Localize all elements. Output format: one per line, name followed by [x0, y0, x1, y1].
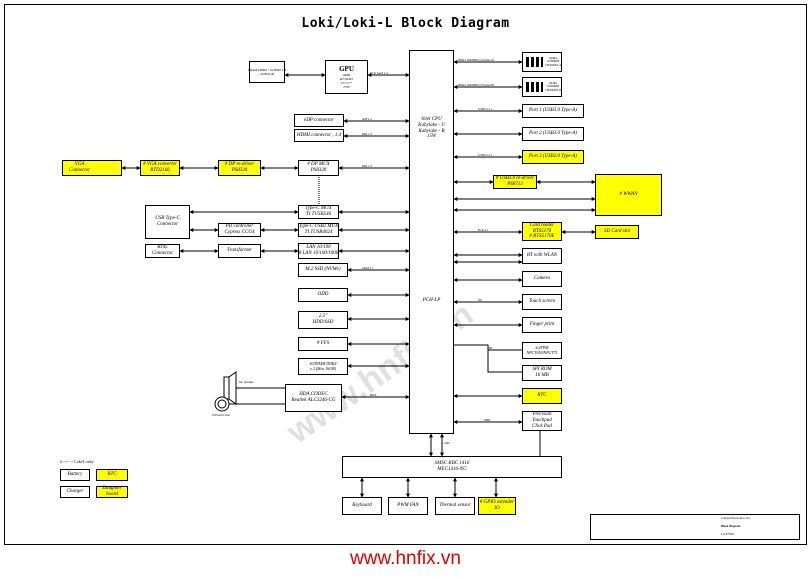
speaker-label: Int. Speaker — [239, 380, 254, 384]
pwm-fan-block: PWM FAN — [388, 497, 428, 515]
wwan-module: # WWAN — [595, 174, 662, 216]
vram-label: VRAM DDR3 / GDDR5 x 4 2GB/4GB — [247, 67, 287, 76]
transformer: Transformer — [218, 244, 261, 258]
sig-i2c-touch: I2C — [478, 298, 483, 302]
hda-codec: HDA CODEC Realtek ALC3246-CG — [285, 384, 342, 412]
cpu-label: Intel CPU Kabylake - U Kabylake - R 15W — [418, 117, 445, 140]
sig-ddr-b: DDR4 1600MHz (Channel B) — [458, 83, 495, 87]
pd-controller: PD controller Cypress CCG4 — [218, 223, 261, 237]
dtpm: # dTPM NPCT650/NPCT75 — [522, 342, 562, 359]
lan-controller: LAN 10/100 8 LAN 10/100/1000 — [298, 243, 339, 259]
dp-mux: # DP MUX PS8330 — [298, 160, 339, 176]
vga-converter: # VGA converter RTD2166 — [140, 160, 180, 176]
odd-drive: ODD — [298, 288, 348, 302]
sodimm-block: SODIMM DDR4 x 2 (Max 16GB) — [298, 358, 348, 375]
usb-redriver: # USB3.0 re-driver PS8713 — [493, 175, 537, 189]
legend-daughter-board: Daughter board — [96, 486, 128, 498]
legend-rtc: RTC — [96, 469, 128, 481]
sig-espi: eSPI — [444, 441, 450, 445]
edp-connector: eDP connector — [294, 114, 344, 127]
diagram-title: Loki/Loki-L Block Diagram — [301, 16, 510, 31]
sig-spi: SPI — [488, 346, 493, 350]
sig-hda: HDA — [370, 393, 377, 397]
company-name: Compal Electronics, Inc. — [721, 516, 751, 520]
sig-smb: SMB — [484, 418, 491, 422]
m2-ssd: M.2 SSD (NVMe) — [298, 263, 348, 277]
keyboard-block: Keyboard — [342, 497, 382, 515]
sig-hdmi: DDI x 4 — [362, 132, 372, 136]
rj45-connector: RJ45 Connector — [145, 244, 180, 258]
sig-pcie-card: PCIe x 1 — [478, 228, 489, 232]
sig-sata: SATA x 1 — [362, 266, 374, 270]
dimm-channel-a: DDR4 SODIMM CHANNEL A — [522, 52, 562, 72]
sig-usb3-p1: USB3.0 x 1 — [478, 107, 493, 111]
touch-screen: Touch screen — [522, 294, 562, 310]
sig-ddr-a: DDR4 1600MHz (Channel A) — [458, 58, 495, 62]
sig-edp: eDP x 4 — [362, 117, 372, 121]
doc-title: Block Diagram — [721, 524, 741, 528]
typec-usb2-mux: Type-C USB2 MUX TI TUSB4024 — [298, 223, 339, 237]
hdd-ssd: 2.5" HDD/SSD — [298, 311, 348, 329]
vga-connector: VGA Connector — [62, 160, 122, 176]
cpu-block: Intel CPU Kabylake - U Kabylake - R 15W — [409, 50, 454, 434]
finger-print: Finger print — [522, 317, 562, 333]
footer-url[interactable]: www.hnfix.vn — [350, 548, 461, 569]
usb-typec-connector: USB Type-C Connector — [145, 205, 190, 239]
dimm-channel-b: DDR4 SODIMM CHANNEL B — [522, 77, 562, 97]
sig-peg: PCIe Gen3 x 4 — [370, 71, 388, 75]
card-reader: Card reader RTS5170 # RTS5170E — [522, 222, 562, 241]
ffs-sensor: # FFS — [298, 337, 348, 351]
camera: Camera — [522, 271, 562, 287]
rtc-block: RTC — [522, 388, 562, 404]
spi-rom: SPI ROM 16 MB — [522, 365, 562, 381]
gpu-sub: AMD R7/M-R3 15"/17" 23W — [340, 72, 353, 90]
touchpad: Precision Touchpad Click Pad — [522, 411, 562, 431]
bt-wlan: BT with WLAN — [522, 248, 562, 264]
ec-kbc: SMSC KBC 1416 MEC1416-NU — [342, 456, 562, 478]
legend-note: # ------> Loki-L only — [60, 459, 94, 464]
usb-port3: Port 3 (USB2.0 Type-A) — [522, 150, 584, 164]
pch-label: PCH-LP — [422, 298, 441, 303]
gpio-extender: # GPIO extender IO — [478, 497, 516, 515]
edp-redriver: # DP re-driver PS8330 — [218, 160, 261, 176]
legend-battery: Battery — [60, 469, 90, 481]
sd-card-slot: SD Card slot — [595, 225, 639, 239]
gpu-title: GPU — [339, 64, 354, 73]
dimm-a-label: DDR4 SODIMM CHANNEL A — [545, 55, 561, 67]
legend-charger: Charger — [60, 486, 90, 498]
vram-block: VRAM DDR3 / GDDR5 x 4 2GB/4GB — [247, 61, 287, 83]
thermal-sensor-block: Thermal sensor — [435, 497, 475, 515]
usb-port1: Port 1 (USB3.0 Type-A) — [522, 104, 584, 118]
sig-dp: DDI x 4 — [362, 164, 372, 168]
sig-usb2-p3: USB2.0 x 1 — [478, 153, 493, 157]
typec-mux: Type-C MUX TI TUSB546 — [298, 205, 339, 219]
combo-jack-label: Universal Jack — [212, 413, 230, 417]
gpu-block: GPU AMD R7/M-R3 15"/17" 23W — [325, 60, 368, 94]
hdmi-connector: HDMI connector , 1.4 — [294, 129, 344, 142]
schematic-frame — [4, 4, 807, 545]
dimm-b-label: DDR4 SODIMM CHANNEL B — [544, 80, 561, 92]
usb-port2: Port 2 (USB3.0 Type-A) — [522, 127, 584, 141]
title-block: Compal Electronics, Inc. Block Diagram L… — [590, 514, 800, 540]
project-code: LA-E791P — [721, 532, 734, 536]
